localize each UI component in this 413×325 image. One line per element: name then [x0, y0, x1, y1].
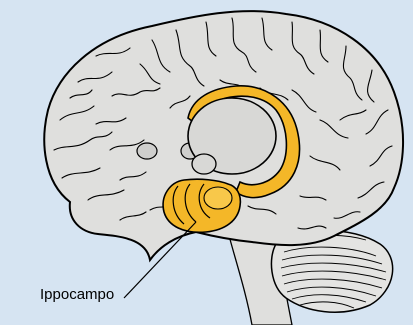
thalamus-lobe [192, 154, 216, 174]
small-nucleus-left [137, 143, 157, 159]
hippocampus-highlight [204, 187, 232, 209]
hippocampus [163, 179, 240, 232]
hippocampus-label: Ippocampo [40, 286, 114, 303]
